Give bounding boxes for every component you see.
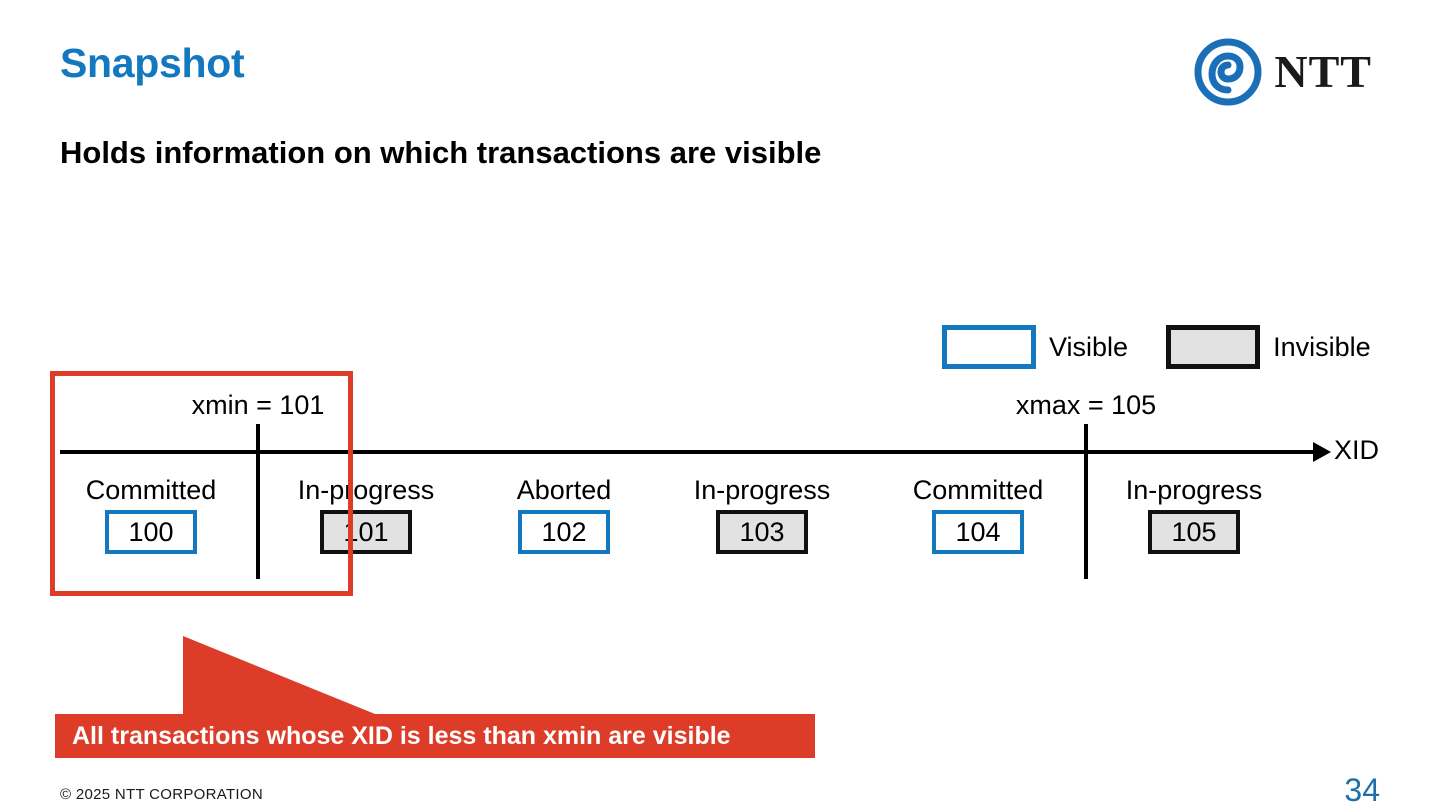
transaction-state: In-progress bbox=[693, 475, 831, 505]
transaction-102: Aborted 102 bbox=[474, 475, 654, 555]
transaction-state: Aborted bbox=[516, 475, 612, 505]
legend-swatch-invisible bbox=[1166, 325, 1261, 369]
transaction-xid-box: 102 bbox=[518, 510, 610, 555]
highlight-rectangle-xmin-region bbox=[50, 371, 353, 596]
transaction-105: In-progress 105 bbox=[1104, 475, 1284, 555]
ntt-wordmark: NTT bbox=[1274, 46, 1372, 97]
xid-axis-label: XID bbox=[1334, 435, 1380, 465]
transaction-state: In-progress bbox=[297, 475, 435, 505]
tick-xmin bbox=[256, 424, 260, 579]
page-number: 34 bbox=[1344, 772, 1380, 808]
page-title: Snapshot bbox=[60, 40, 245, 86]
copyright-notice: © 2025 NTT CORPORATION bbox=[60, 786, 263, 803]
transaction-state: Committed bbox=[85, 475, 217, 505]
transaction-xid-box: 103 bbox=[716, 510, 808, 555]
legend-label-invisible: Invisible bbox=[1273, 331, 1371, 362]
callout-text: All transactions whose XID is less than … bbox=[72, 721, 731, 750]
xid-axis-line bbox=[60, 450, 1317, 454]
transaction-state: Committed bbox=[912, 475, 1044, 505]
legend-entry-invisible: Invisible bbox=[1166, 325, 1371, 369]
callout-pointer-shape bbox=[55, 636, 815, 758]
marker-label-xmin: xmin = 101 bbox=[191, 390, 325, 420]
transaction-103: In-progress 103 bbox=[672, 475, 852, 555]
transaction-xid-box: 100 bbox=[105, 510, 197, 555]
marker-label-xmax: xmax = 105 bbox=[1015, 390, 1157, 420]
page-subtitle: Holds information on which transactions … bbox=[60, 135, 822, 170]
legend: Visible Invisible bbox=[942, 325, 1371, 369]
transaction-state: In-progress bbox=[1125, 475, 1263, 505]
callout-banner: All transactions whose XID is less than … bbox=[55, 618, 815, 758]
transaction-xid-box: 105 bbox=[1148, 510, 1240, 555]
transaction-xid-box: 104 bbox=[932, 510, 1024, 555]
transaction-100: Committed 100 bbox=[61, 475, 241, 555]
tick-xmax bbox=[1084, 424, 1088, 579]
xid-axis-arrow-icon bbox=[1313, 442, 1331, 462]
legend-label-visible: Visible bbox=[1049, 331, 1129, 362]
transaction-104: Committed 104 bbox=[888, 475, 1068, 555]
ntt-logo: NTT bbox=[1194, 38, 1372, 106]
ntt-swirl-icon bbox=[1194, 38, 1262, 106]
legend-swatch-visible bbox=[942, 325, 1036, 369]
legend-entry-visible: Visible bbox=[942, 325, 1128, 369]
